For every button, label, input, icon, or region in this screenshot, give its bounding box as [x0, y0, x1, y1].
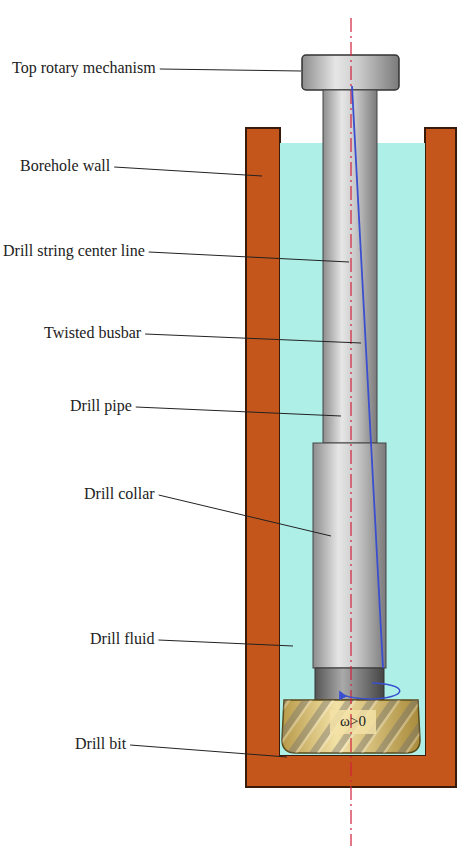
collar-sub [315, 668, 384, 700]
rotation-arrow [340, 683, 400, 699]
part-label: Drill fluid [90, 630, 154, 648]
part-label: Drill string center line [3, 242, 145, 260]
leader-line [145, 334, 361, 343]
part-label: Drill bit [75, 735, 126, 753]
part-label: Twisted busbar [44, 324, 141, 342]
leader-line [158, 640, 293, 646]
leader-line [160, 69, 301, 71]
rotation-label: ω>0 [340, 713, 366, 730]
part-label: Drill pipe [70, 397, 132, 415]
leader-line [114, 167, 262, 176]
bit-label-patch [330, 710, 376, 734]
leader-line [149, 252, 349, 262]
leader-line [159, 495, 331, 536]
twisted-busbar [352, 86, 383, 668]
part-label: Drill collar [84, 485, 155, 503]
part-label: Borehole wall [20, 157, 110, 175]
leader-line [136, 407, 341, 416]
drill-collar [313, 443, 386, 668]
part-label: Top rotary mechanism [12, 59, 156, 77]
leader-line [130, 745, 287, 757]
